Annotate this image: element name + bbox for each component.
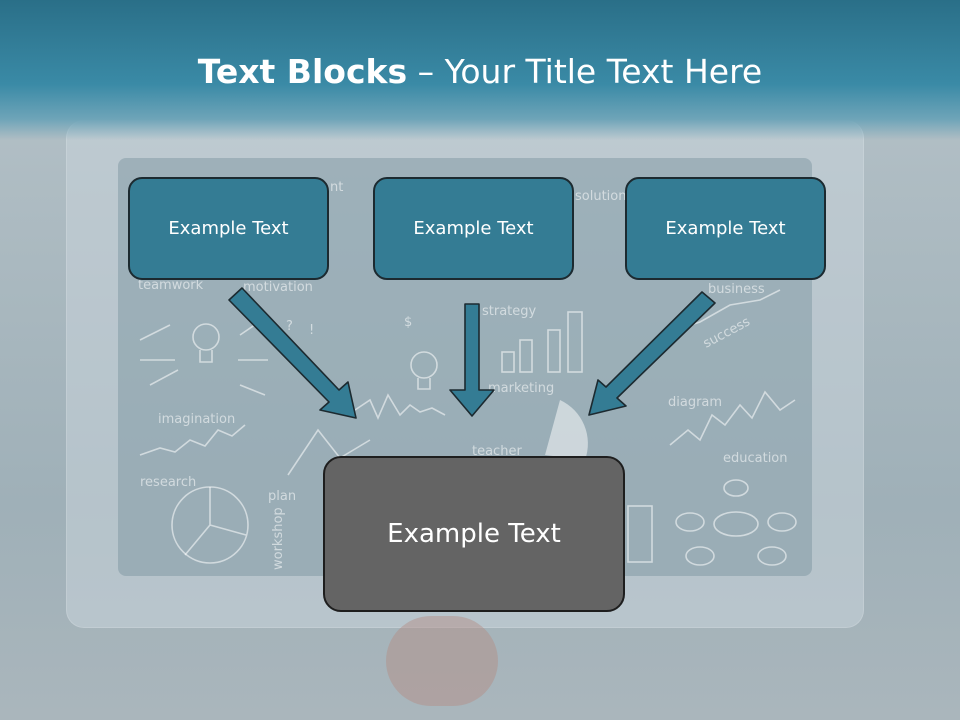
arrow-right-icon [588, 291, 716, 416]
lightbulb-icon [192, 323, 220, 363]
bg-word-education: education [723, 451, 788, 466]
dollar-sign-icon: $ [404, 315, 412, 330]
text-block-left-label: Example Text [168, 218, 289, 239]
bar-chart-icon [501, 311, 583, 373]
title-rest: Your Title Text Here [444, 52, 763, 91]
radiating-arrows-icon [139, 319, 268, 396]
zigzag-chart-icon [287, 428, 371, 476]
network-diagram-icon [675, 479, 797, 566]
title-bold: Text Blocks [197, 52, 408, 91]
arrow-left-icon [228, 287, 357, 419]
text-block-left[interactable]: Example Text [128, 177, 329, 280]
question-mark-icon: ? [286, 319, 293, 334]
title-dash: – [407, 52, 445, 91]
text-block-main[interactable]: Example Text [323, 456, 625, 612]
text-block-center[interactable]: Example Text [373, 177, 574, 280]
bg-word-teacher: teacher [472, 444, 522, 459]
header-band [0, 0, 960, 140]
bg-word-strategy: strategy [482, 304, 537, 319]
text-block-main-label: Example Text [387, 519, 561, 549]
hatched-box-icon [627, 505, 653, 563]
bg-word-business: business [708, 282, 765, 297]
bg-word-teamwork: teamwork [138, 278, 204, 293]
pulse-line-icon [354, 393, 446, 420]
growth-line-icon [139, 424, 246, 456]
pie-slice-icon [545, 400, 588, 460]
text-block-right-label: Example Text [665, 218, 786, 239]
bg-word-plan: plan [268, 489, 296, 504]
bg-word-motivation: motivation [243, 280, 313, 295]
finger-background [386, 616, 498, 706]
bg-word-workshop: workshop [271, 507, 286, 570]
bg-word-imagination: imagination [158, 412, 235, 427]
pie-chart-icon [171, 486, 249, 564]
slide-title: Text Blocks – Your Title Text Here [0, 52, 960, 91]
bg-word-fragment: nt [330, 180, 343, 195]
text-block-right[interactable]: Example Text [625, 177, 826, 280]
text-block-center-label: Example Text [413, 218, 534, 239]
lightbulb-icon [410, 351, 438, 390]
diagram-line-icon [669, 390, 796, 446]
arrow-center-icon [449, 303, 495, 417]
bg-word-marketing: marketing [488, 381, 554, 396]
bg-word-diagram: diagram [668, 395, 722, 410]
bg-word-research: research [140, 475, 196, 490]
exclamation-mark-icon: ! [309, 323, 314, 338]
bg-word-solution: solution [575, 189, 626, 204]
